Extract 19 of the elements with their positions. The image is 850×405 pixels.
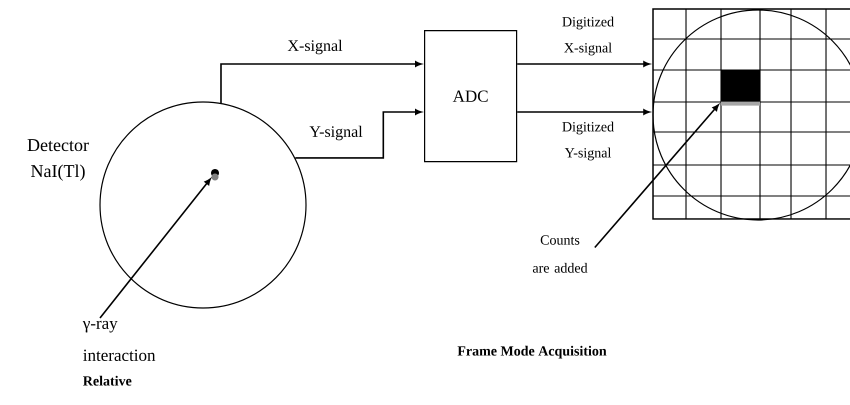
- edge-label: Y-signal: [310, 126, 362, 140]
- arrow: [99, 178, 211, 318]
- node-label: Detector NaI(Tl): [28, 139, 89, 181]
- adc-box: ADC: [424, 30, 518, 162]
- caption-text: Relative: [83, 376, 132, 386]
- edge-label: Digitized X-signal: [562, 16, 614, 56]
- pixel-grid-drawing: [652, 8, 850, 221]
- edge-label: X-signal: [288, 40, 342, 54]
- annotation-text: Counts are added: [532, 235, 588, 273]
- arrow: [220, 61, 422, 103]
- arrow: [295, 109, 422, 159]
- arrow: [517, 109, 650, 115]
- annotation-text: γ-ray interaction: [82, 320, 156, 361]
- interaction-dot: [211, 169, 219, 180]
- arrow: [594, 104, 719, 248]
- filled-pixel: [721, 70, 760, 106]
- edge-label: Digitized Y-signal: [562, 122, 614, 160]
- caption-text: Frame Mode Acquisition: [458, 346, 606, 358]
- arrow: [517, 61, 650, 67]
